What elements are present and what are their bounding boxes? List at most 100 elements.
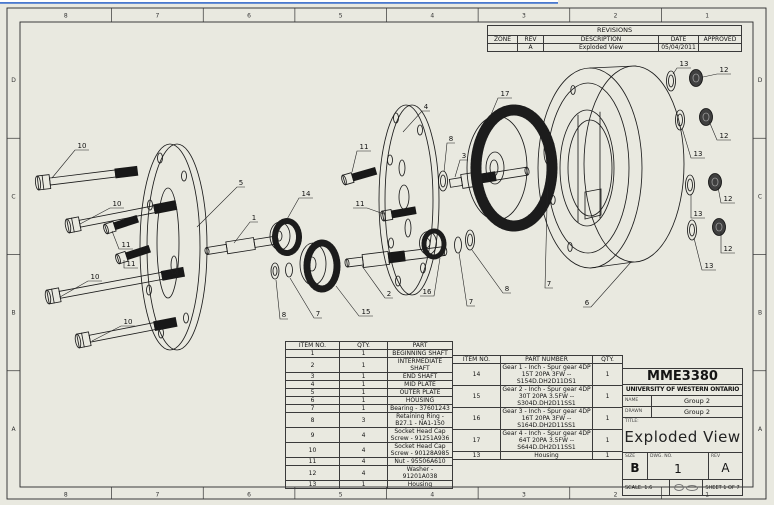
retaining-ring bbox=[270, 262, 280, 280]
balloon-10: 10 bbox=[113, 200, 122, 208]
table-cell: BEGINNING SHAFT bbox=[387, 349, 453, 358]
balloon-13: 13 bbox=[680, 60, 689, 68]
balloon-7: 7 bbox=[316, 310, 320, 318]
title-block: MME3380 UNIVERSITY OF WESTERN ONTARIO NA… bbox=[622, 368, 743, 496]
table-cell: 5 bbox=[285, 388, 340, 397]
table-cell: 3 bbox=[339, 412, 388, 428]
table-cell: 1 bbox=[339, 404, 388, 413]
table-cell: 1 bbox=[592, 385, 623, 408]
nut bbox=[689, 69, 726, 236]
balloon-10: 10 bbox=[91, 273, 100, 281]
column-header: DESCRIPTION bbox=[543, 35, 659, 44]
balloon-leader bbox=[454, 159, 468, 178]
table-cell: HOUSING bbox=[387, 396, 453, 405]
drawn-row: DRAWN Group 2 bbox=[623, 407, 742, 418]
balloon-4: 4 bbox=[424, 103, 429, 111]
balloon-16: 16 bbox=[423, 288, 432, 296]
balloon-13: 13 bbox=[705, 262, 714, 270]
table-cell: 17 bbox=[452, 429, 501, 452]
balloon-2: 2 bbox=[387, 290, 391, 298]
column-header: ZONE bbox=[487, 35, 518, 44]
mid-plate bbox=[378, 104, 440, 296]
balloon-leader bbox=[693, 237, 716, 271]
balloon-11: 11 bbox=[127, 260, 136, 268]
washer bbox=[438, 170, 448, 192]
zone-label: 3 bbox=[522, 492, 526, 499]
cap-screw-long bbox=[74, 317, 178, 349]
table-cell: 1 bbox=[285, 349, 340, 358]
balloon-leader bbox=[583, 261, 632, 308]
zone-label: 6 bbox=[247, 492, 251, 499]
zone-label: 7 bbox=[156, 492, 160, 499]
table-cell: Exploded View bbox=[543, 43, 659, 52]
gear-3 bbox=[419, 228, 447, 260]
course-code: MME3380 bbox=[623, 369, 742, 385]
table-cell: 11 bbox=[285, 457, 340, 466]
drawn-label: DRAWN bbox=[623, 407, 652, 417]
table-cell: 8 bbox=[285, 412, 340, 428]
table-cell: 1 bbox=[339, 396, 388, 405]
table-cell: 1 bbox=[592, 407, 623, 430]
bearing bbox=[454, 236, 462, 254]
table-cell: 1 bbox=[339, 480, 388, 489]
beginning-shaft bbox=[204, 235, 279, 255]
table-cell: 05/04/2011 bbox=[658, 43, 699, 52]
table-cell: 3 bbox=[285, 372, 340, 381]
balloon-11: 11 bbox=[360, 143, 369, 151]
balloon-13: 13 bbox=[694, 150, 703, 158]
balloon-1: 1 bbox=[252, 214, 256, 222]
cap-screw-short bbox=[341, 167, 378, 186]
housing bbox=[537, 65, 685, 269]
rev-cell: REV A bbox=[709, 453, 742, 479]
balloon-14: 14 bbox=[302, 190, 311, 198]
table-cell: Housing bbox=[500, 451, 593, 460]
table-cell: 2 bbox=[285, 357, 340, 373]
balloon-6: 6 bbox=[585, 299, 590, 307]
zone-label: 2 bbox=[614, 13, 618, 20]
outer-plate bbox=[139, 143, 208, 351]
zone-label: B bbox=[11, 310, 15, 317]
drawing-title: Exploded View bbox=[624, 428, 741, 446]
table-cell: Gear 1 - Inch - Spur gear 4DP 15T 20PA 3… bbox=[500, 363, 593, 386]
table-cell: 4 bbox=[339, 427, 388, 443]
balloon-leader bbox=[111, 230, 133, 250]
table-cell: 4 bbox=[339, 442, 388, 458]
balloon-10: 10 bbox=[124, 318, 133, 326]
table-cell: 13 bbox=[452, 451, 501, 460]
balloon-7: 7 bbox=[547, 280, 551, 288]
table-cell: 4 bbox=[285, 380, 340, 389]
zone-label: 7 bbox=[156, 13, 160, 20]
balloon-8: 8 bbox=[505, 285, 509, 293]
balloon-11: 11 bbox=[356, 200, 365, 208]
balloon-leader bbox=[487, 97, 512, 123]
zone-label: D bbox=[11, 77, 16, 84]
column-header: ITEM NO. bbox=[452, 355, 501, 364]
balloon-8: 8 bbox=[449, 135, 453, 143]
cap-screw-short bbox=[103, 214, 140, 235]
column-header: REV bbox=[517, 35, 544, 44]
title-section: TITLE: Exploded View bbox=[623, 418, 742, 453]
zone-label: D bbox=[758, 77, 763, 84]
table-cell: 1 bbox=[339, 380, 388, 389]
balloon-5: 5 bbox=[239, 179, 243, 187]
column-header: QTY. bbox=[592, 355, 623, 364]
table-cell: Washer - 91201A038 bbox=[387, 465, 453, 481]
table-cell: 1 bbox=[592, 363, 623, 386]
exploded-view bbox=[34, 65, 726, 351]
balloon-12: 12 bbox=[724, 245, 733, 253]
table-cell bbox=[697, 43, 743, 52]
balloon-leader bbox=[720, 232, 735, 254]
table-cell: 9 bbox=[285, 427, 340, 443]
balloon-leader bbox=[544, 164, 553, 289]
table-cell: Gear 2 - Inch - Spur gear 4DP 30T 20PA 3… bbox=[500, 385, 593, 408]
size-cell: SIZE B bbox=[623, 453, 648, 479]
